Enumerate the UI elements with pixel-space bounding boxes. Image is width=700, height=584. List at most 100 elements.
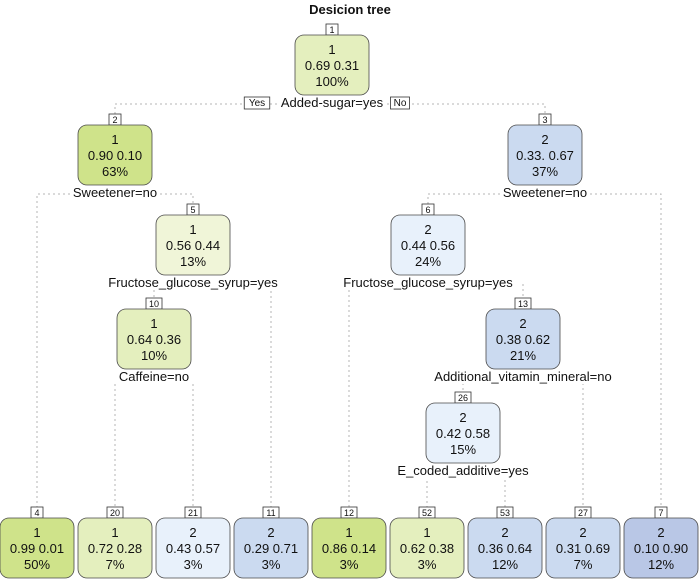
node-percentage: 13% (180, 254, 206, 269)
node-percentage: 7% (106, 557, 125, 572)
node-id-label: 53 (500, 508, 510, 518)
node-probabilities: 0.38 0.62 (496, 332, 550, 347)
split-label-bg (99, 276, 287, 290)
node-class-label: 2 (519, 316, 526, 331)
node-class-label: 1 (111, 132, 118, 147)
node-box (507, 124, 583, 186)
node-probabilities: 0.31 0.69 (556, 541, 610, 556)
split-label-bg (114, 370, 194, 384)
branch-no-label: No (394, 98, 407, 109)
tree-node-21: 21 20.43 0.573% (155, 506, 231, 579)
split-label-bg (501, 186, 589, 200)
split-label-bg (391, 464, 535, 478)
node-class-label: 2 (541, 132, 548, 147)
node-probabilities: 0.90 0.10 (88, 148, 142, 163)
node-class-label: 2 (501, 525, 508, 540)
node-id-label: 13 (518, 299, 528, 309)
node-probabilities: 0.69 0.31 (305, 58, 359, 73)
node-box (623, 517, 699, 579)
node-percentage: 3% (184, 557, 203, 572)
node-class-label: 1 (111, 525, 118, 540)
node-box (77, 124, 153, 186)
node-percentage: 63% (102, 164, 128, 179)
edge-2-4 (36, 193, 115, 507)
node-split-rule: Caffeine=no (119, 369, 189, 384)
node-box (0, 517, 75, 579)
node-class-label: 1 (33, 525, 40, 540)
node-box (389, 517, 465, 579)
node-box (390, 214, 466, 276)
branch-yes-label: Yes (249, 98, 265, 109)
edge-3-7 (545, 193, 662, 507)
node-probabilities: 0.10 0.90 (634, 541, 688, 556)
node-box (155, 517, 231, 579)
node-probabilities: 0.43 0.57 (166, 541, 220, 556)
node-class-label: 2 (579, 525, 586, 540)
node-class-label: 1 (423, 525, 430, 540)
node-probabilities: 0.42 0.58 (436, 426, 490, 441)
node-probabilities: 0.86 0.14 (322, 541, 376, 556)
node-split-rule: Added-sugar=yes (281, 95, 384, 110)
node-box (311, 517, 387, 579)
node-id-label: 2 (112, 115, 117, 125)
node-class-label: 2 (189, 525, 196, 540)
edge-5-11 (193, 283, 272, 507)
node-id-label: 21 (188, 508, 198, 518)
edge-3-6 (427, 193, 545, 204)
node-percentage: 21% (510, 348, 536, 363)
node-class-label: 2 (459, 410, 466, 425)
node-box (294, 34, 370, 96)
edge-1-2 (114, 103, 332, 114)
node-box (467, 517, 543, 579)
node-id-label: 1 (329, 25, 334, 35)
node-percentage: 7% (574, 557, 593, 572)
node-probabilities: 0.99 0.01 (10, 541, 64, 556)
node-percentage: 3% (340, 557, 359, 572)
edge-10-20 (114, 377, 154, 507)
node-id-label: 11 (266, 508, 275, 518)
node-probabilities: 0.72 0.28 (88, 541, 142, 556)
node-percentage: 10% (141, 348, 167, 363)
node-probabilities: 0.36 0.64 (478, 541, 532, 556)
node-id-label: 26 (458, 393, 468, 403)
node-box (545, 517, 621, 579)
node-split-rule: Additional_vitamin_mineral=no (434, 369, 611, 384)
node-box (116, 308, 192, 370)
node-percentage: 12% (492, 557, 518, 572)
node-probabilities: 0.62 0.38 (400, 541, 454, 556)
node-id-label: 4 (34, 508, 39, 518)
node-probabilities: 0.33. 0.67 (516, 148, 574, 163)
node-split-rule: E_coded_additive=yes (397, 463, 529, 478)
node-class-label: 1 (189, 222, 196, 237)
node-box (425, 402, 501, 464)
node-percentage: 50% (24, 557, 50, 572)
node-box (77, 517, 153, 579)
node-id-label: 3 (542, 115, 547, 125)
node-percentage: 37% (532, 164, 558, 179)
node-probabilities: 0.29 0.71 (244, 541, 298, 556)
node-class-label: 2 (657, 525, 664, 540)
node-class-label: 1 (150, 316, 157, 331)
branch-yes-label-box (243, 96, 271, 110)
edge-10-21 (154, 377, 194, 507)
node-class-label: 2 (267, 525, 274, 540)
node-id-label: 10 (149, 299, 159, 309)
node-box (233, 517, 309, 579)
node-id-label: 5 (190, 205, 195, 215)
node-split-rule: Sweetener=no (73, 185, 157, 200)
node-class-label: 2 (424, 222, 431, 237)
diagram-title: Desicion tree (309, 2, 391, 17)
edge-13-27 (523, 377, 584, 507)
